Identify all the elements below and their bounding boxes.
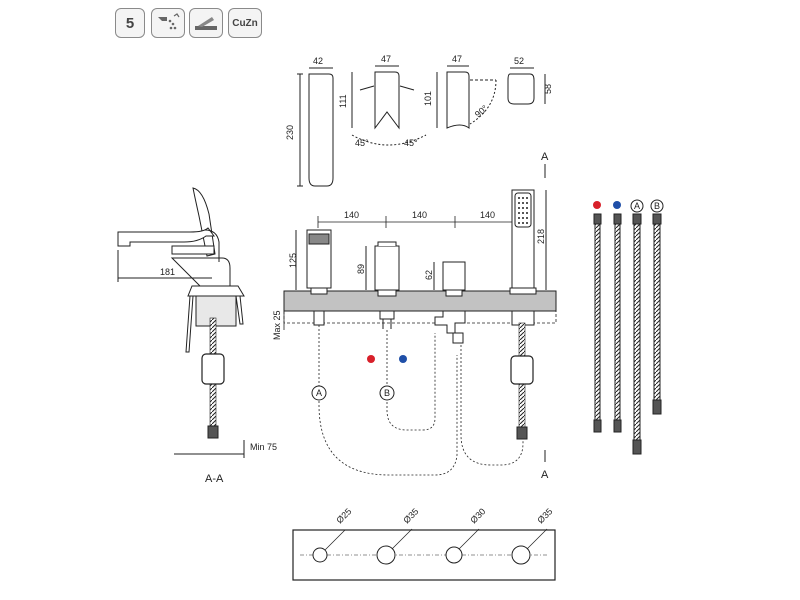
lever-cartridge-icon [195, 17, 217, 30]
diverter-knob-view [507, 67, 546, 105]
dim-max25: Max 25 [272, 310, 282, 340]
angle-45-left: 45° [355, 138, 369, 148]
hose-weight-right [510, 355, 534, 385]
material-badge: CuZn [228, 8, 262, 38]
dim-47a: 47 [381, 54, 391, 64]
water-saving-icon [158, 13, 180, 30]
lever-rotation-view [351, 65, 427, 146]
front-hand-shower [509, 189, 547, 295]
hose-mark-a-set-label: A [634, 201, 640, 211]
material-badge-label: CuZn [232, 17, 258, 29]
dim-58: 58 [543, 84, 553, 94]
hole-plan-holes [312, 545, 531, 565]
hose-end-right [516, 426, 528, 440]
dim-111: 111 [338, 94, 348, 108]
dim-47b: 47 [452, 54, 462, 64]
cold-dot-main [399, 355, 407, 363]
hose-mark-a-set [630, 199, 644, 213]
front-diverter [433, 261, 466, 297]
section-label: A-A [205, 473, 224, 485]
hole-plan-leaders [324, 528, 548, 551]
cold-dot-set [613, 201, 621, 209]
hole-d25: Ø25 [334, 506, 353, 525]
lever-tilt-view [436, 65, 497, 129]
hose-mark-a-main [311, 385, 327, 401]
hot-dot-set [593, 201, 601, 209]
hose-mark-b-main-label: B [384, 388, 390, 398]
section-mark-top: A [541, 151, 549, 163]
dim-62: 62 [424, 270, 434, 280]
water-saving-badge [151, 8, 185, 38]
count-badge: 5 [115, 8, 145, 38]
lever-badge [189, 8, 223, 38]
dim-181: 181 [160, 267, 175, 277]
hole-d35-b: Ø35 [535, 506, 554, 525]
dim-230: 230 [285, 125, 295, 140]
dim-140-a: 140 [344, 210, 359, 220]
lever-side-view [297, 67, 334, 187]
under-deck-parts [313, 310, 535, 344]
dim-140-b: 140 [412, 210, 427, 220]
dim-52: 52 [514, 56, 524, 66]
front-spout [295, 229, 332, 295]
hose-mark-a-main-label: A [316, 388, 322, 398]
section-a-a-view [117, 187, 245, 458]
dim-89: 89 [356, 264, 366, 274]
hose-mark-b-main [379, 385, 395, 401]
hose-lines [318, 325, 524, 476]
dim-42: 42 [313, 56, 323, 66]
front-mixer [365, 241, 400, 297]
angle-90: 90° [473, 103, 490, 120]
dim-min75: Min 75 [250, 442, 277, 452]
hose-mark-b-set [650, 199, 664, 213]
hose-mark-b-set-label: B [654, 201, 660, 211]
section-mark-bottom: A [541, 469, 549, 481]
hot-dot-main [367, 355, 375, 363]
angle-45-right: 45° [404, 138, 418, 148]
hole-d35-a: Ø35 [401, 506, 420, 525]
dim-125: 125 [288, 253, 298, 268]
dim-101: 101 [423, 91, 433, 106]
hole-d30: Ø30 [468, 506, 487, 525]
dim-218: 218 [536, 229, 546, 244]
dim-140-c: 140 [480, 210, 495, 220]
hose-weight-left [201, 353, 225, 385]
count-badge-value: 5 [125, 14, 135, 32]
hose-end-left [207, 425, 219, 439]
supply-hoses [593, 213, 662, 455]
